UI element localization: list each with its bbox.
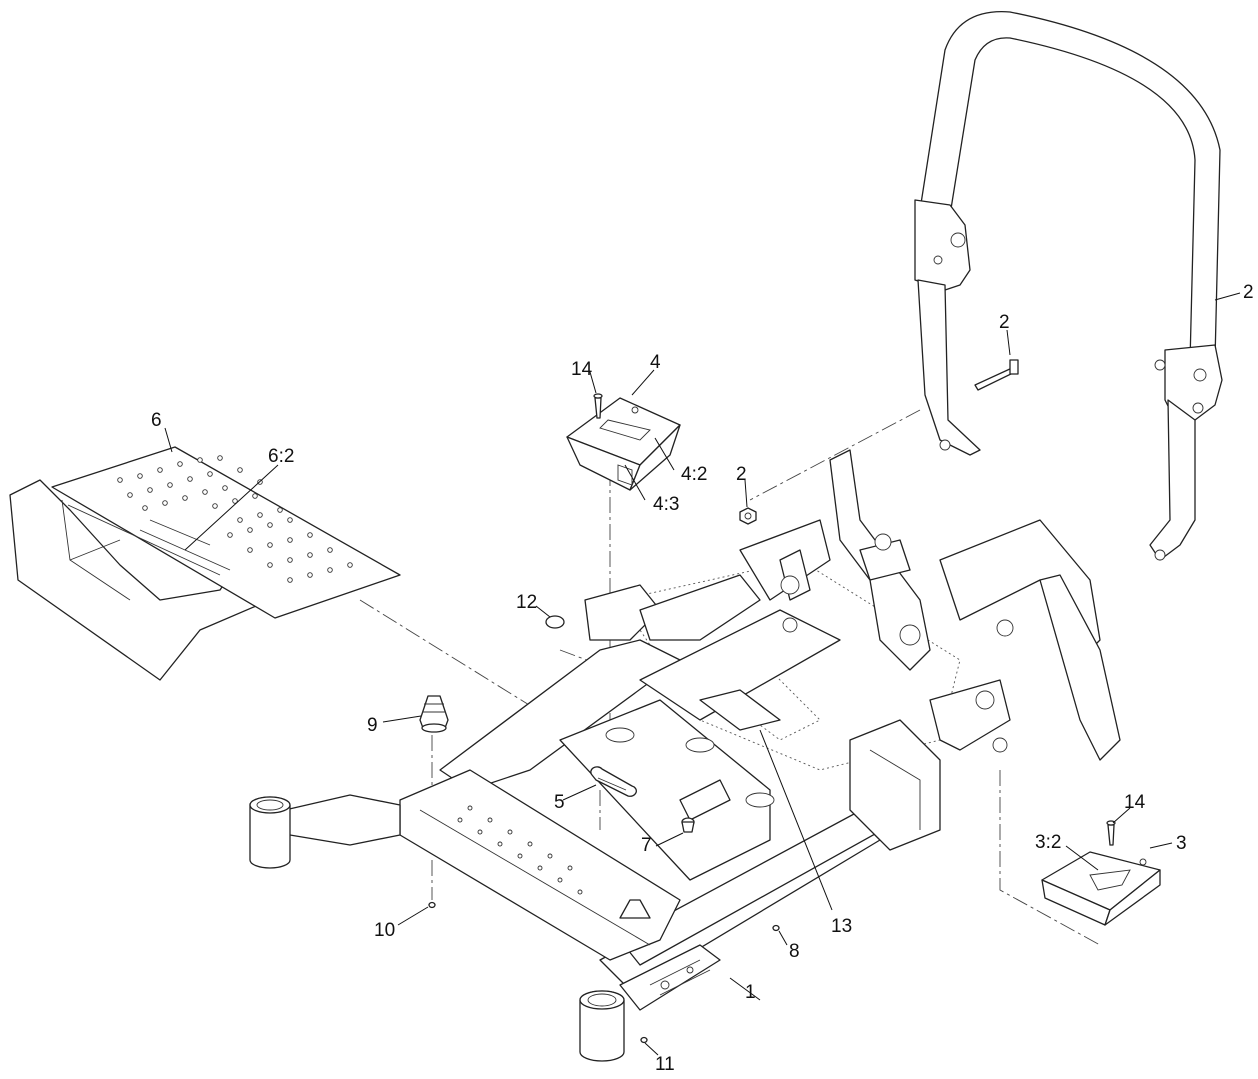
callout-4-2: 4:2 (681, 464, 707, 485)
callout-2-bolt: 2 (999, 312, 1010, 333)
callout-4: 4 (650, 352, 661, 373)
callout-6-2: 6:2 (268, 446, 294, 467)
callout-14-top: 14 (571, 359, 593, 380)
control-cover-right (1041, 851, 1161, 926)
callout-14-right: 14 (1124, 792, 1146, 813)
callout-2-nut: 2 (736, 464, 747, 485)
roll-bar-bolt (974, 359, 1019, 391)
callout-8: 8 (789, 941, 800, 962)
screw-14-right (1106, 820, 1116, 846)
callout-5: 5 (554, 792, 565, 813)
plug-7 (681, 817, 695, 833)
platform-perforations (117, 455, 353, 583)
callout-12: 12 (516, 592, 537, 613)
cap-12 (545, 615, 565, 629)
fastener-8 (772, 924, 780, 932)
callout-6: 6 (151, 410, 162, 431)
callout-7: 7 (641, 835, 652, 856)
callout-1: 1 (745, 982, 756, 1003)
callout-9: 9 (367, 715, 378, 736)
screw-14-top (593, 393, 603, 419)
foot-platform (9, 446, 401, 681)
callout-4-3: 4:3 (653, 494, 679, 515)
callout-3-2: 3:2 (1035, 832, 1061, 853)
callout-2-roll-bar: 2 (1243, 282, 1254, 303)
leader-lines (164, 292, 1241, 1056)
roll-bar (914, 11, 1223, 561)
callout-10: 10 (374, 920, 395, 941)
main-frame (249, 449, 1121, 1062)
front-plate-holes (457, 805, 583, 895)
roll-bar-nut (739, 507, 757, 525)
callout-3: 3 (1176, 833, 1187, 854)
decal-13 (699, 689, 781, 731)
fastener-10 (428, 901, 436, 909)
callout-11: 11 (655, 1054, 675, 1075)
callout-13: 13 (831, 916, 852, 937)
slot-grommet (590, 766, 637, 797)
control-cover-left (566, 397, 681, 491)
rubber-bumper (419, 695, 449, 733)
fastener-11 (640, 1036, 648, 1044)
callout-labels: 1 2 2 2 3 3:2 4 4:2 4:3 5 6 6:2 7 8 9 10… (151, 282, 1254, 1075)
